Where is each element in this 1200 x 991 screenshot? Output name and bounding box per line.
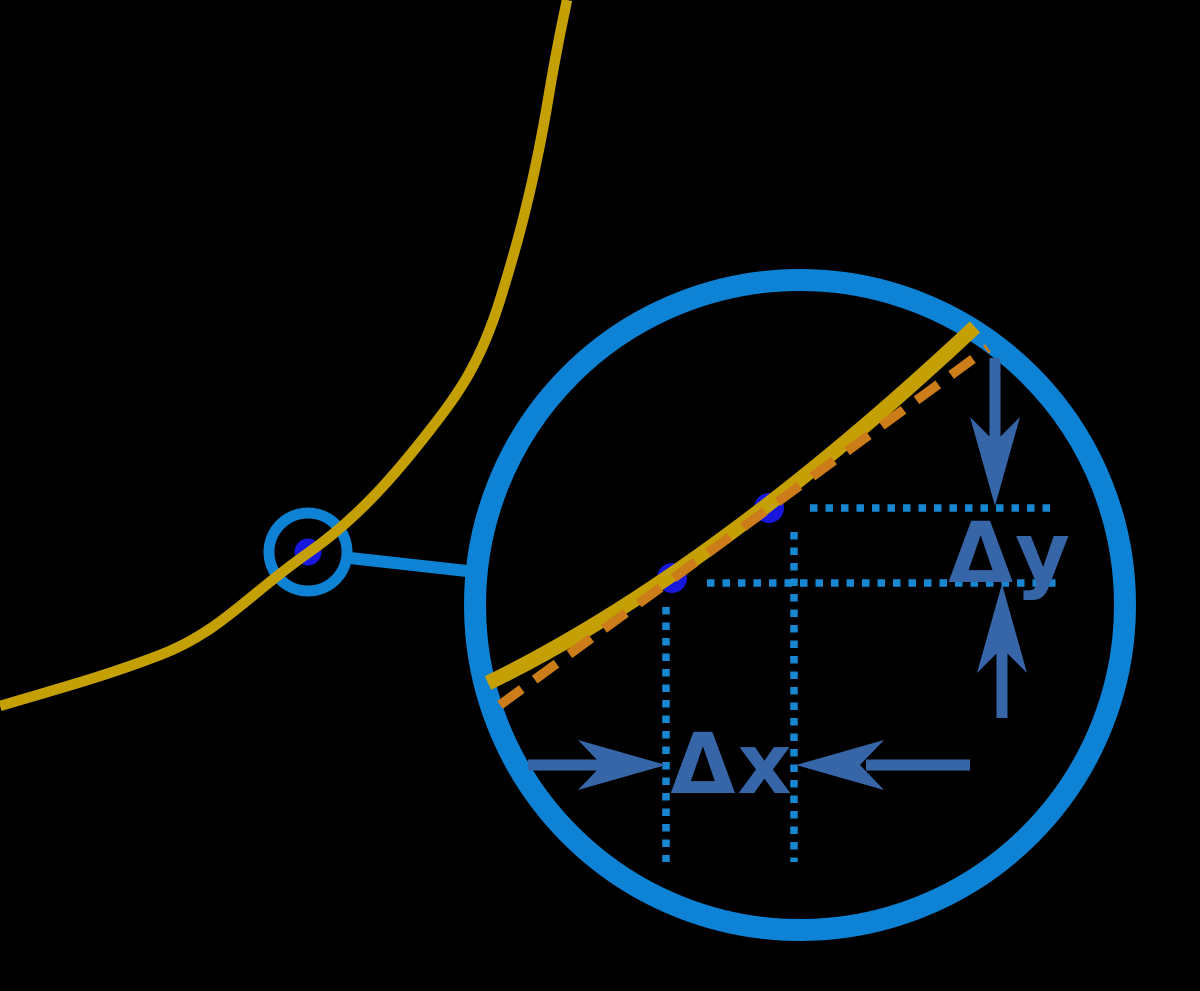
delta-y-up-arrowhead-icon bbox=[977, 584, 1027, 673]
delta-x-left-arrowhead-icon bbox=[578, 740, 666, 790]
secant-line bbox=[497, 344, 991, 709]
delta-x-right-arrowhead-icon bbox=[796, 740, 884, 790]
main-curve bbox=[0, 0, 573, 712]
delta-x-arrows bbox=[528, 740, 970, 790]
magnifier-circle bbox=[464, 269, 1136, 941]
delta-y-down-arrowhead-icon bbox=[970, 417, 1020, 506]
delta-y-label: Δy bbox=[948, 504, 1072, 602]
dotted-guides bbox=[662, 504, 1058, 862]
delta-x-label: Δx bbox=[670, 715, 793, 813]
zoom-source-circle bbox=[263, 507, 353, 597]
zoom-connector-line bbox=[349, 552, 477, 578]
delta-y-arrows bbox=[970, 358, 1027, 718]
